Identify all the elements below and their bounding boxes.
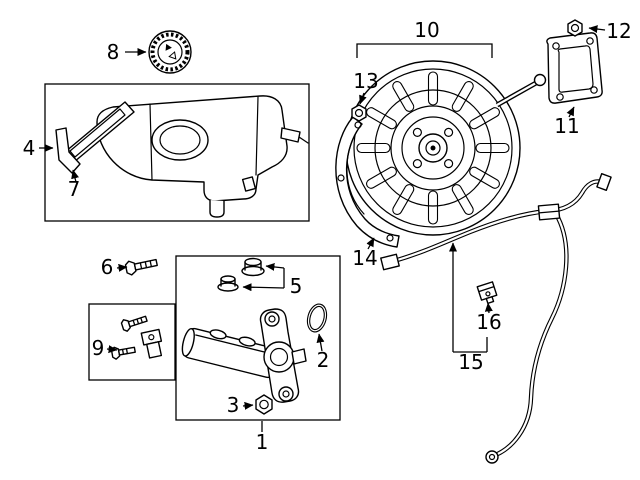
callout-3: 3 [227, 393, 254, 417]
callout-label-3[interactable]: 3 [227, 393, 240, 417]
callout-label-5[interactable]: 5 [290, 274, 303, 298]
line-end-fitting [596, 173, 612, 191]
hose-end-fitting [485, 450, 499, 464]
mount-nut-13 [351, 104, 367, 122]
callout-2: 2 [316, 333, 330, 372]
callout-15: 15 [449, 242, 488, 374]
sensor-bolt-upper [120, 315, 148, 332]
callout-9: 9 [92, 336, 118, 360]
booster-dust-shield [335, 116, 400, 248]
callout-12: 12 [588, 19, 632, 43]
line-fitting [380, 253, 400, 271]
callout-label-2[interactable]: 2 [317, 348, 330, 372]
callout-label-8[interactable]: 8 [107, 40, 120, 64]
callout-8: 8 [107, 40, 147, 64]
o-ring-seal [306, 303, 328, 333]
booster-push-rod [495, 73, 547, 108]
reservoir-group-box [44, 83, 310, 222]
mounting-bolt-6 [124, 258, 158, 276]
callout-4: 4 [23, 136, 54, 160]
master-cylinder [181, 308, 307, 403]
master-cylinder-group-box [175, 255, 341, 421]
callout-label-14[interactable]: 14 [352, 246, 377, 270]
hex-nut-3 [255, 394, 273, 415]
brake-fluid-reservoir [96, 95, 309, 218]
flange-nut-12 [567, 19, 583, 37]
callout-11: 11 [554, 106, 580, 138]
callout-label-9[interactable]: 9 [92, 336, 105, 360]
callout-16: 16 [476, 302, 502, 334]
sensor-group-box [88, 303, 176, 381]
callout-label-7[interactable]: 7 [68, 177, 81, 201]
callout-label-15[interactable]: 15 [458, 350, 483, 374]
callout-label-1[interactable]: 1 [256, 430, 269, 454]
callout-label-16[interactable]: 16 [476, 310, 501, 334]
reservoir-grommets [217, 257, 265, 292]
callout-1: 1 [256, 421, 269, 454]
callout-14: 14 [352, 237, 378, 270]
pressure-sensor [140, 328, 163, 359]
reservoir-cap [148, 30, 192, 74]
reservoir-retainer-clip [55, 127, 81, 174]
brake-lines [380, 173, 612, 464]
callout-label-12[interactable]: 12 [606, 19, 631, 43]
callout-10: 10 [356, 18, 493, 58]
booster-gasket [546, 32, 603, 104]
callout-label-13[interactable]: 13 [353, 69, 378, 93]
callout-label-11[interactable]: 11 [554, 114, 579, 138]
callout-13: 13 [353, 69, 379, 105]
callout-label-6[interactable]: 6 [101, 255, 114, 279]
callout-6: 6 [101, 255, 128, 279]
callout-label-10[interactable]: 10 [414, 18, 439, 42]
sensor-bolt-lower [110, 346, 136, 360]
callout-5: 5 [242, 262, 303, 298]
callout-7: 7 [68, 169, 81, 201]
callout-label-4[interactable]: 4 [23, 136, 36, 160]
line-connector [537, 203, 561, 221]
line-bracket-clip [476, 281, 498, 305]
brake-booster [345, 60, 547, 236]
